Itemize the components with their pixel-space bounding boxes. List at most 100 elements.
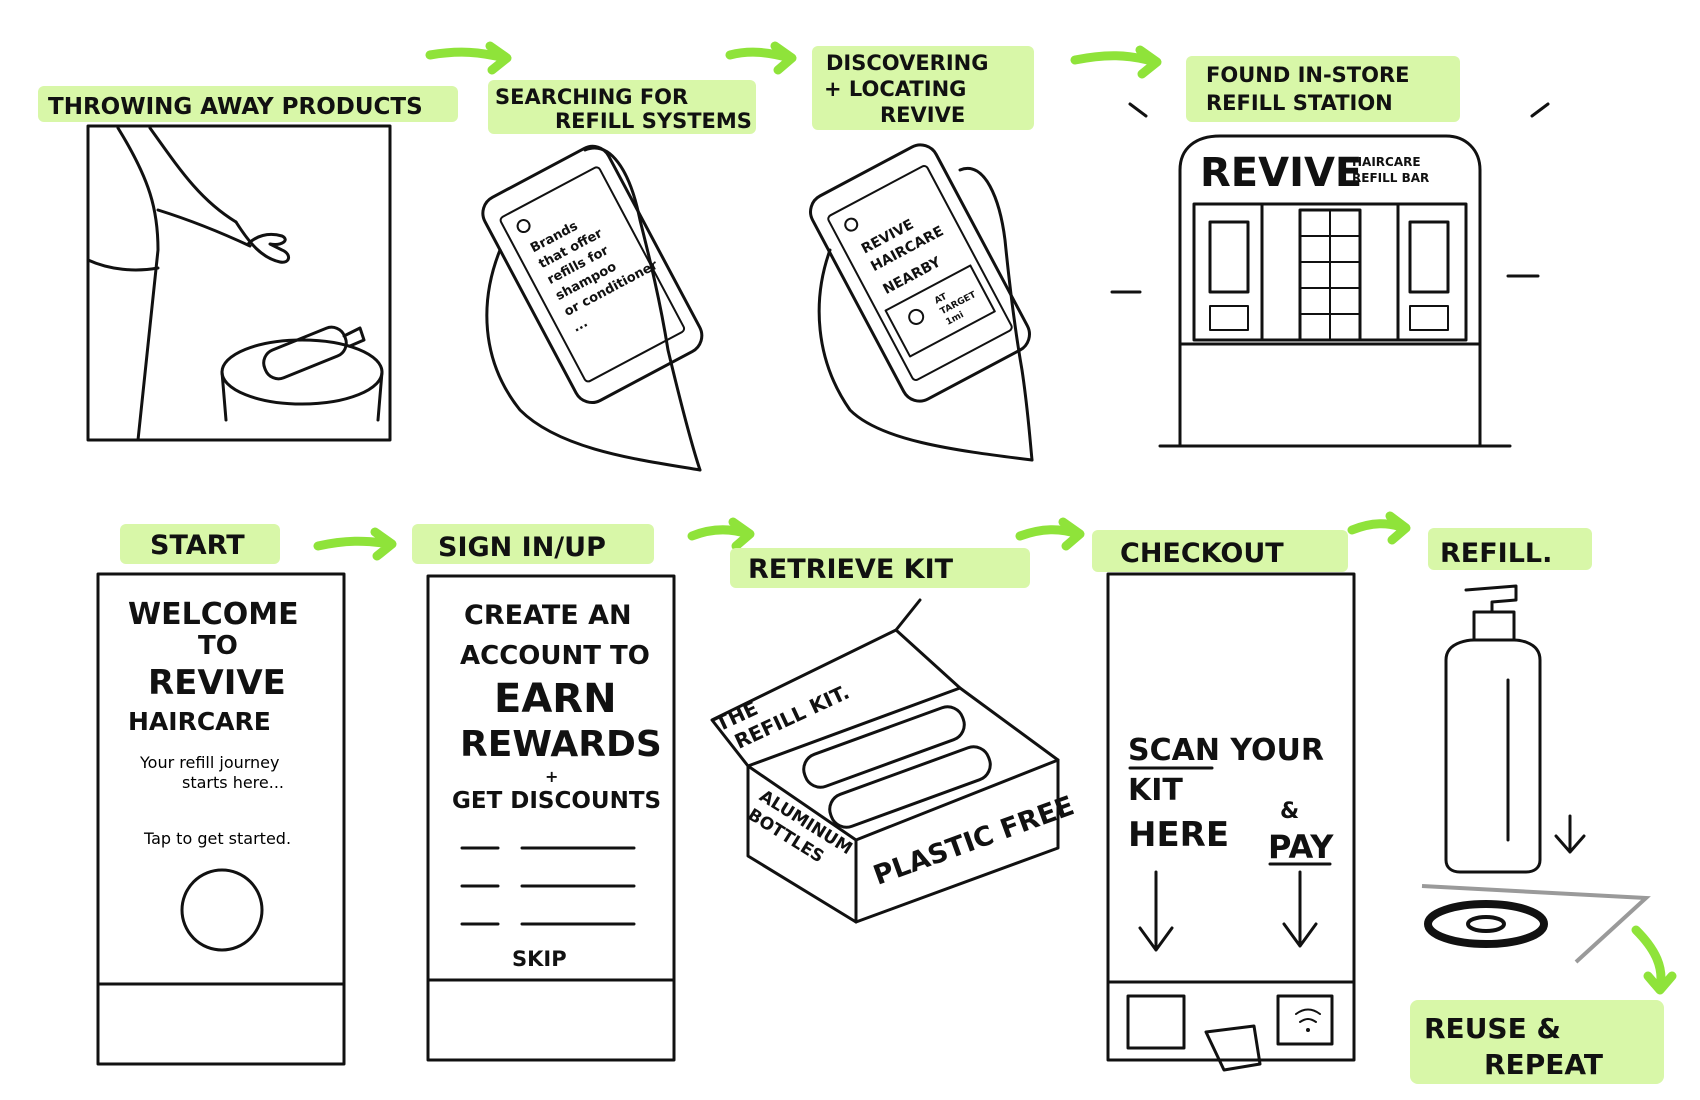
- step-label: THROWING AWAY PRODUCTS: [48, 94, 423, 120]
- label-highlight: [730, 548, 1030, 588]
- signin-line2: ACCOUNT TO: [460, 641, 650, 671]
- side-text: ALUMINUM BOTTLES: [744, 786, 861, 881]
- step-throwing-away: THROWING AWAY PRODUCTS: [38, 86, 458, 442]
- box-front-side: [854, 758, 1060, 924]
- scan-line2: KIT: [1128, 773, 1183, 808]
- contactless-dot: [1306, 1028, 1310, 1032]
- lid-text: THE REFILL KIT.: [711, 658, 853, 758]
- tap-text: Tap to get started.: [143, 829, 291, 848]
- trash-can-side-icon: [220, 370, 384, 422]
- search-icon: [844, 217, 859, 232]
- welcome-line2: TO: [198, 631, 238, 661]
- flow-arrow-loop: [1631, 925, 1677, 995]
- phone-text: REVIVE HAIRCARE NEARBY: [859, 203, 963, 298]
- box-lid-icon: [710, 628, 962, 768]
- kiosk-screen-signin: [426, 574, 676, 1062]
- step-label-line1: SEARCHING FOR: [495, 85, 688, 109]
- kiosk-screen-start: [96, 572, 346, 1066]
- station-sub-line1: HAIRCARE: [1352, 155, 1421, 169]
- step-label-line2: + LOCATING: [824, 77, 966, 101]
- step-label-line1: FOUND IN-STORE: [1206, 63, 1410, 87]
- label-highlight: [412, 524, 654, 564]
- payment-terminal[interactable]: [1276, 994, 1334, 1046]
- box-lid-edge: [894, 598, 922, 632]
- sketch-frame: [86, 124, 392, 442]
- refill-nozzle-icon: [1424, 900, 1548, 948]
- step-found-station: FOUND IN-STORE REFILL STATION REVIVE HAI…: [1110, 56, 1550, 448]
- reuse-line2: REPEAT: [1484, 1048, 1603, 1081]
- label-highlight: [1092, 530, 1348, 572]
- signin-line3: EARN: [494, 676, 617, 722]
- step-label: CHECKOUT: [1120, 538, 1284, 569]
- start-button-icon[interactable]: [180, 868, 264, 952]
- step-label-line2: REFILL SYSTEMS: [555, 109, 752, 133]
- step-label: SIGN IN/UP: [438, 532, 606, 563]
- step-label-line3: REVIVE: [880, 103, 965, 127]
- bottle-icon: [262, 325, 348, 381]
- scanner-pad[interactable]: [1126, 994, 1186, 1050]
- station-sub-line2: REFILL BAR: [1352, 171, 1429, 185]
- pay-text: PAY: [1268, 828, 1334, 866]
- journey-line1: Your refill journey: [139, 753, 280, 772]
- amp-text: &: [1280, 799, 1299, 824]
- journey-line2: starts here...: [182, 773, 284, 792]
- scan-line3: HERE: [1128, 815, 1229, 855]
- hand-right-icon: [958, 166, 1034, 462]
- dispenser-right-slot: [1409, 305, 1449, 331]
- label-highlight: [812, 46, 1034, 130]
- arrow-down-icon: [1282, 870, 1318, 948]
- body-line-icon: [86, 258, 160, 272]
- flow-arrow-2: [725, 41, 797, 75]
- step-retrieve-kit: RETRIEVE KIT THE REFILL KIT. ALUMINUM BO…: [710, 548, 1078, 924]
- hand-icon: [234, 220, 290, 264]
- flow-arrow-7: [1347, 511, 1411, 545]
- step-label: RETRIEVE KIT: [748, 554, 954, 585]
- welcome-line1: WELCOME: [128, 597, 299, 632]
- step-label: START: [150, 530, 245, 561]
- label-highlight: [1428, 528, 1592, 570]
- label-highlight: [1410, 1000, 1664, 1084]
- phone-icon: REVIVE HAIRCARE NEARBY AT TARGET 1mi: [809, 143, 1031, 403]
- label-highlight: [1186, 56, 1460, 122]
- form-fields[interactable]: [460, 846, 636, 926]
- bottle-1-icon: [802, 705, 966, 789]
- flow-arrow-5: [687, 517, 755, 551]
- kiosk-screen-checkout: [1106, 572, 1356, 1062]
- label-highlight: [38, 86, 458, 122]
- signin-line5: +: [545, 767, 558, 786]
- step-searching: SEARCHING FOR REFILL SYSTEMS Brands that…: [481, 80, 756, 472]
- step-sign-in: SIGN IN/UP CREATE AN ACCOUNT TO EARN REW…: [412, 524, 676, 1062]
- dispenser-right-icon: [1408, 220, 1450, 294]
- label-highlight: [120, 524, 280, 564]
- welcome-line4: HAIRCARE: [128, 707, 271, 736]
- map-box: [884, 264, 996, 358]
- refill-nozzle-center: [1466, 915, 1506, 933]
- pump-bottle-icon: [1444, 638, 1542, 874]
- location-pin-icon: [908, 308, 925, 325]
- contactless-icon: [1295, 1008, 1321, 1023]
- arm-outline-icon: [116, 126, 160, 442]
- search-icon: [516, 219, 531, 234]
- pump-neck: [1472, 610, 1516, 642]
- skip-button[interactable]: SKIP: [512, 947, 567, 971]
- hand-right-icon: [583, 146, 702, 472]
- receipt-icon: [1204, 1024, 1262, 1072]
- step-refill: REFILL. REUSE & REPEAT: [1410, 528, 1677, 1084]
- signin-line6: GET DISCOUNTS: [452, 788, 661, 814]
- sleeve-icon: [148, 126, 238, 224]
- arm-icon: [156, 208, 252, 248]
- refill-grid-lines: [1299, 209, 1361, 341]
- bottle-2-icon: [828, 745, 992, 829]
- arrow-down-icon: [1554, 814, 1586, 854]
- dispenser-left-slot: [1209, 305, 1249, 331]
- step-label: REFILL.: [1440, 538, 1552, 569]
- refill-pad-outline: [1421, 884, 1651, 964]
- station-frame: [1178, 134, 1482, 448]
- step-label-line1: DISCOVERING: [826, 51, 988, 75]
- shine-lines-icon: [1110, 102, 1550, 294]
- hand-left-icon: [485, 248, 702, 472]
- step-checkout: CHECKOUT SCAN YOUR KIT HERE & PAY: [1092, 530, 1356, 1072]
- flow-arrow-6: [1015, 517, 1085, 551]
- step-discovering: DISCOVERING + LOCATING REVIVE REVIVE HAI…: [809, 46, 1034, 462]
